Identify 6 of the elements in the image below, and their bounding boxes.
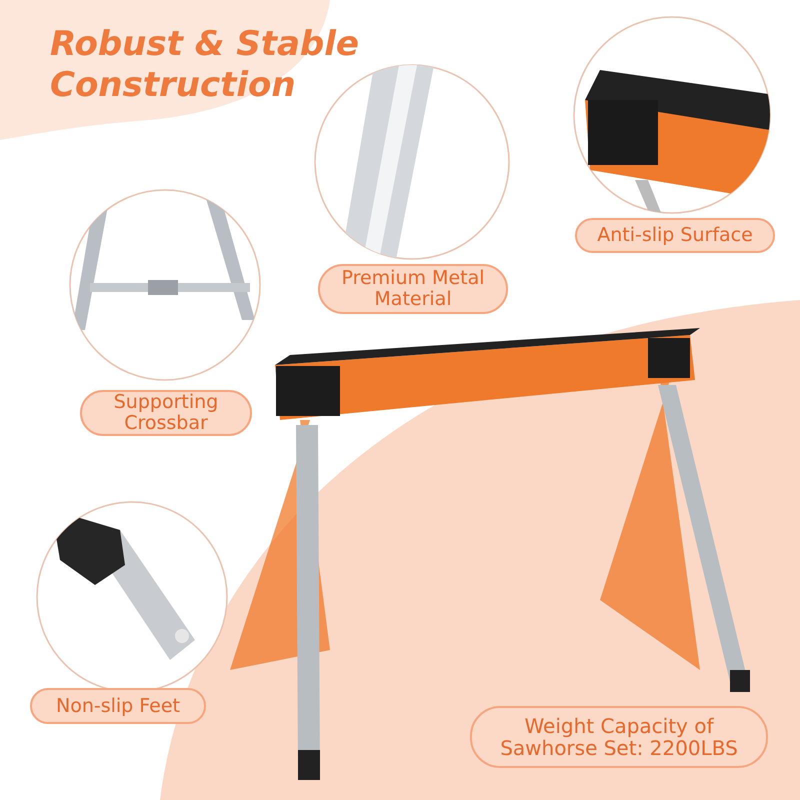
title: Robust & Stable Construction	[50, 24, 360, 106]
callout-label: Premium Metal Material	[318, 264, 508, 314]
callout-label: Non-slip Feet	[30, 688, 206, 724]
callout-label: Anti-slip Surface	[575, 218, 775, 253]
callout-label: Weight Capacity of Sawhorse Set: 2200LBS	[470, 706, 768, 768]
callout-label: Supporting Crossbar	[80, 390, 252, 436]
